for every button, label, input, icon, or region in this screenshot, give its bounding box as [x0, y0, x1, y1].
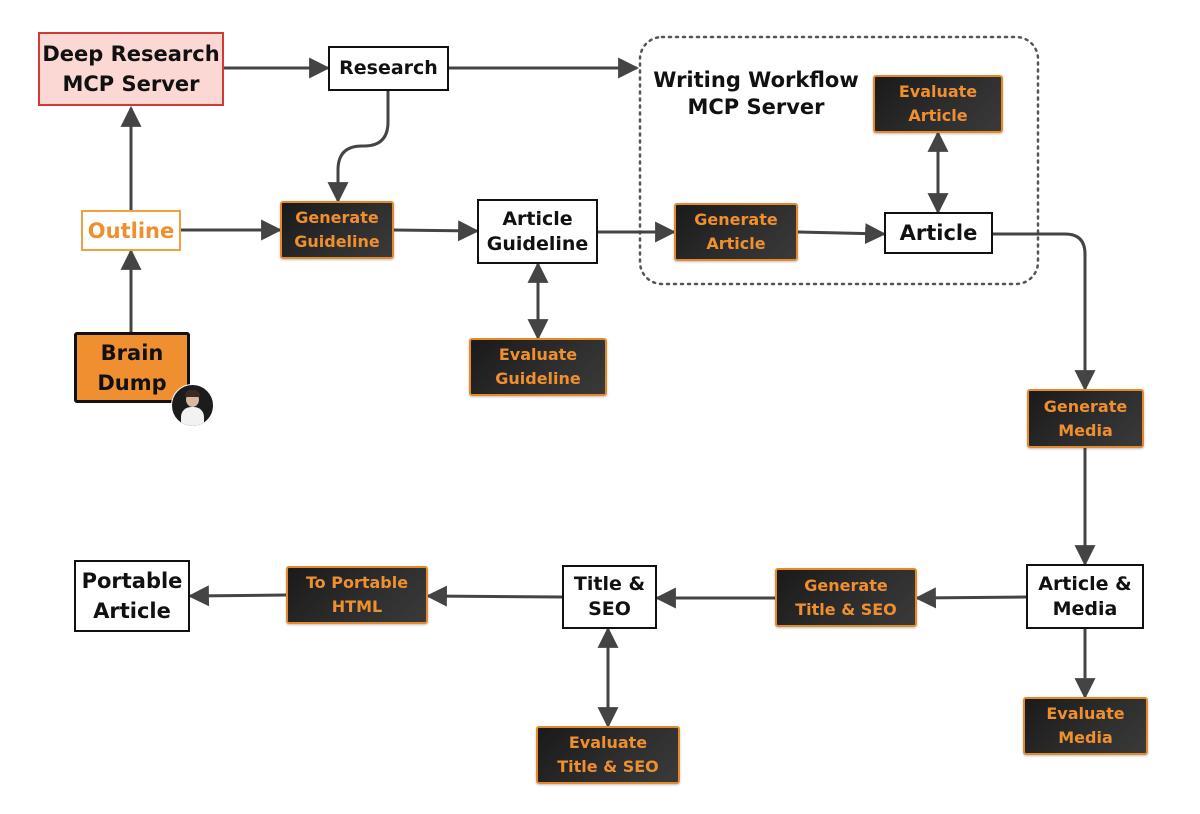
portable-article-node[interactable]: Portable Article	[74, 560, 190, 632]
node-label-line1: Evaluate	[568, 733, 648, 752]
generate-title-seo-node[interactable]: Generate Title & SEO	[775, 568, 917, 627]
evaluate-guideline-node[interactable]: Evaluate Guideline	[469, 338, 607, 396]
node-label-line1: Outline	[87, 218, 175, 243]
node-label-line2: Article	[908, 106, 968, 125]
node-label-line2: MCP Server	[62, 72, 200, 96]
node-label-line1: Evaluate	[1046, 704, 1125, 723]
node-label-line2: Article	[93, 599, 171, 623]
deep-research-mcp-server-node[interactable]: Deep Research MCP Server	[38, 32, 224, 106]
edge-title-seo-to-portable-html	[425, 585, 563, 607]
node-label-line2: Dump	[97, 370, 167, 395]
node-label-line2: Title & SEO	[557, 757, 659, 776]
evaluate-article-node[interactable]: Evaluate Article	[873, 75, 1003, 133]
node-label-line1: To Portable	[305, 573, 409, 592]
node-label-line1: Generate	[694, 210, 778, 229]
node-label-line2: Guideline	[486, 232, 589, 255]
node-label-line1: Research	[339, 57, 438, 79]
writing-workflow-title: Writing Workflow MCP Server	[646, 67, 866, 121]
brain-dump-node[interactable]: Brain Dump	[74, 332, 190, 403]
node-label-line2: Title & SEO	[795, 599, 897, 619]
node-label-line1: Article &	[1038, 572, 1132, 595]
node-label-line1: Deep Research	[42, 42, 220, 66]
group-title-line2: MCP Server	[687, 95, 825, 119]
outline-node[interactable]: Outline	[81, 210, 181, 251]
edge-article-media-generate-title-seo	[914, 587, 1027, 609]
title-seo-node[interactable]: Title & SEO	[562, 565, 657, 629]
edge-to-portable-html-portable-article	[187, 585, 287, 607]
edge-article-generate-media	[993, 232, 1096, 392]
node-label-line2: HTML	[331, 597, 383, 616]
node-label-line1: Generate	[804, 575, 888, 595]
person-avatar-icon	[171, 384, 214, 427]
to-portable-html-node[interactable]: To Portable HTML	[286, 566, 428, 624]
writing-workflow-group	[638, 35, 1040, 286]
node-label-line1: Brain	[100, 340, 164, 365]
node-label-line2: Guideline	[495, 369, 581, 388]
node-label-line1: Generate	[295, 208, 379, 227]
node-label-line2: Article	[706, 234, 766, 253]
edge-research-generate-guideline	[327, 91, 390, 204]
node-label-line1: Generate	[1043, 396, 1128, 416]
node-label-line1: Evaluate	[498, 345, 578, 364]
node-label-line2: Media	[1052, 597, 1118, 620]
article-node[interactable]: Article	[884, 212, 993, 254]
node-label-line2: SEO	[588, 598, 631, 620]
node-label-line1: Title &	[573, 573, 646, 595]
evaluate-media-node[interactable]: Evaluate Media	[1023, 697, 1148, 755]
article-media-node[interactable]: Article & Media	[1026, 564, 1144, 629]
generate-article-node[interactable]: Generate Article	[674, 203, 798, 261]
node-label-line2: Media	[1058, 420, 1113, 440]
evaluate-title-seo-node[interactable]: Evaluate Title & SEO	[536, 726, 680, 784]
edge-generate-article-article	[797, 223, 887, 245]
node-label-line1: Article	[899, 220, 978, 245]
node-label-line1: Evaluate	[898, 82, 978, 101]
node-label-line2: Media	[1058, 728, 1113, 747]
edge-generate-guideline-article-guideline	[393, 220, 480, 242]
group-title-line1: Writing Workflow	[653, 68, 859, 92]
node-label-line1: Article	[502, 207, 573, 230]
research-node[interactable]: Research	[328, 46, 449, 91]
node-label-line1: Portable	[81, 569, 183, 593]
article-guideline-node[interactable]: Article Guideline	[477, 199, 598, 264]
generate-guideline-node[interactable]: Generate Guideline	[280, 201, 394, 259]
generate-media-node[interactable]: Generate Media	[1027, 389, 1144, 448]
node-label-line2: Guideline	[294, 232, 380, 251]
